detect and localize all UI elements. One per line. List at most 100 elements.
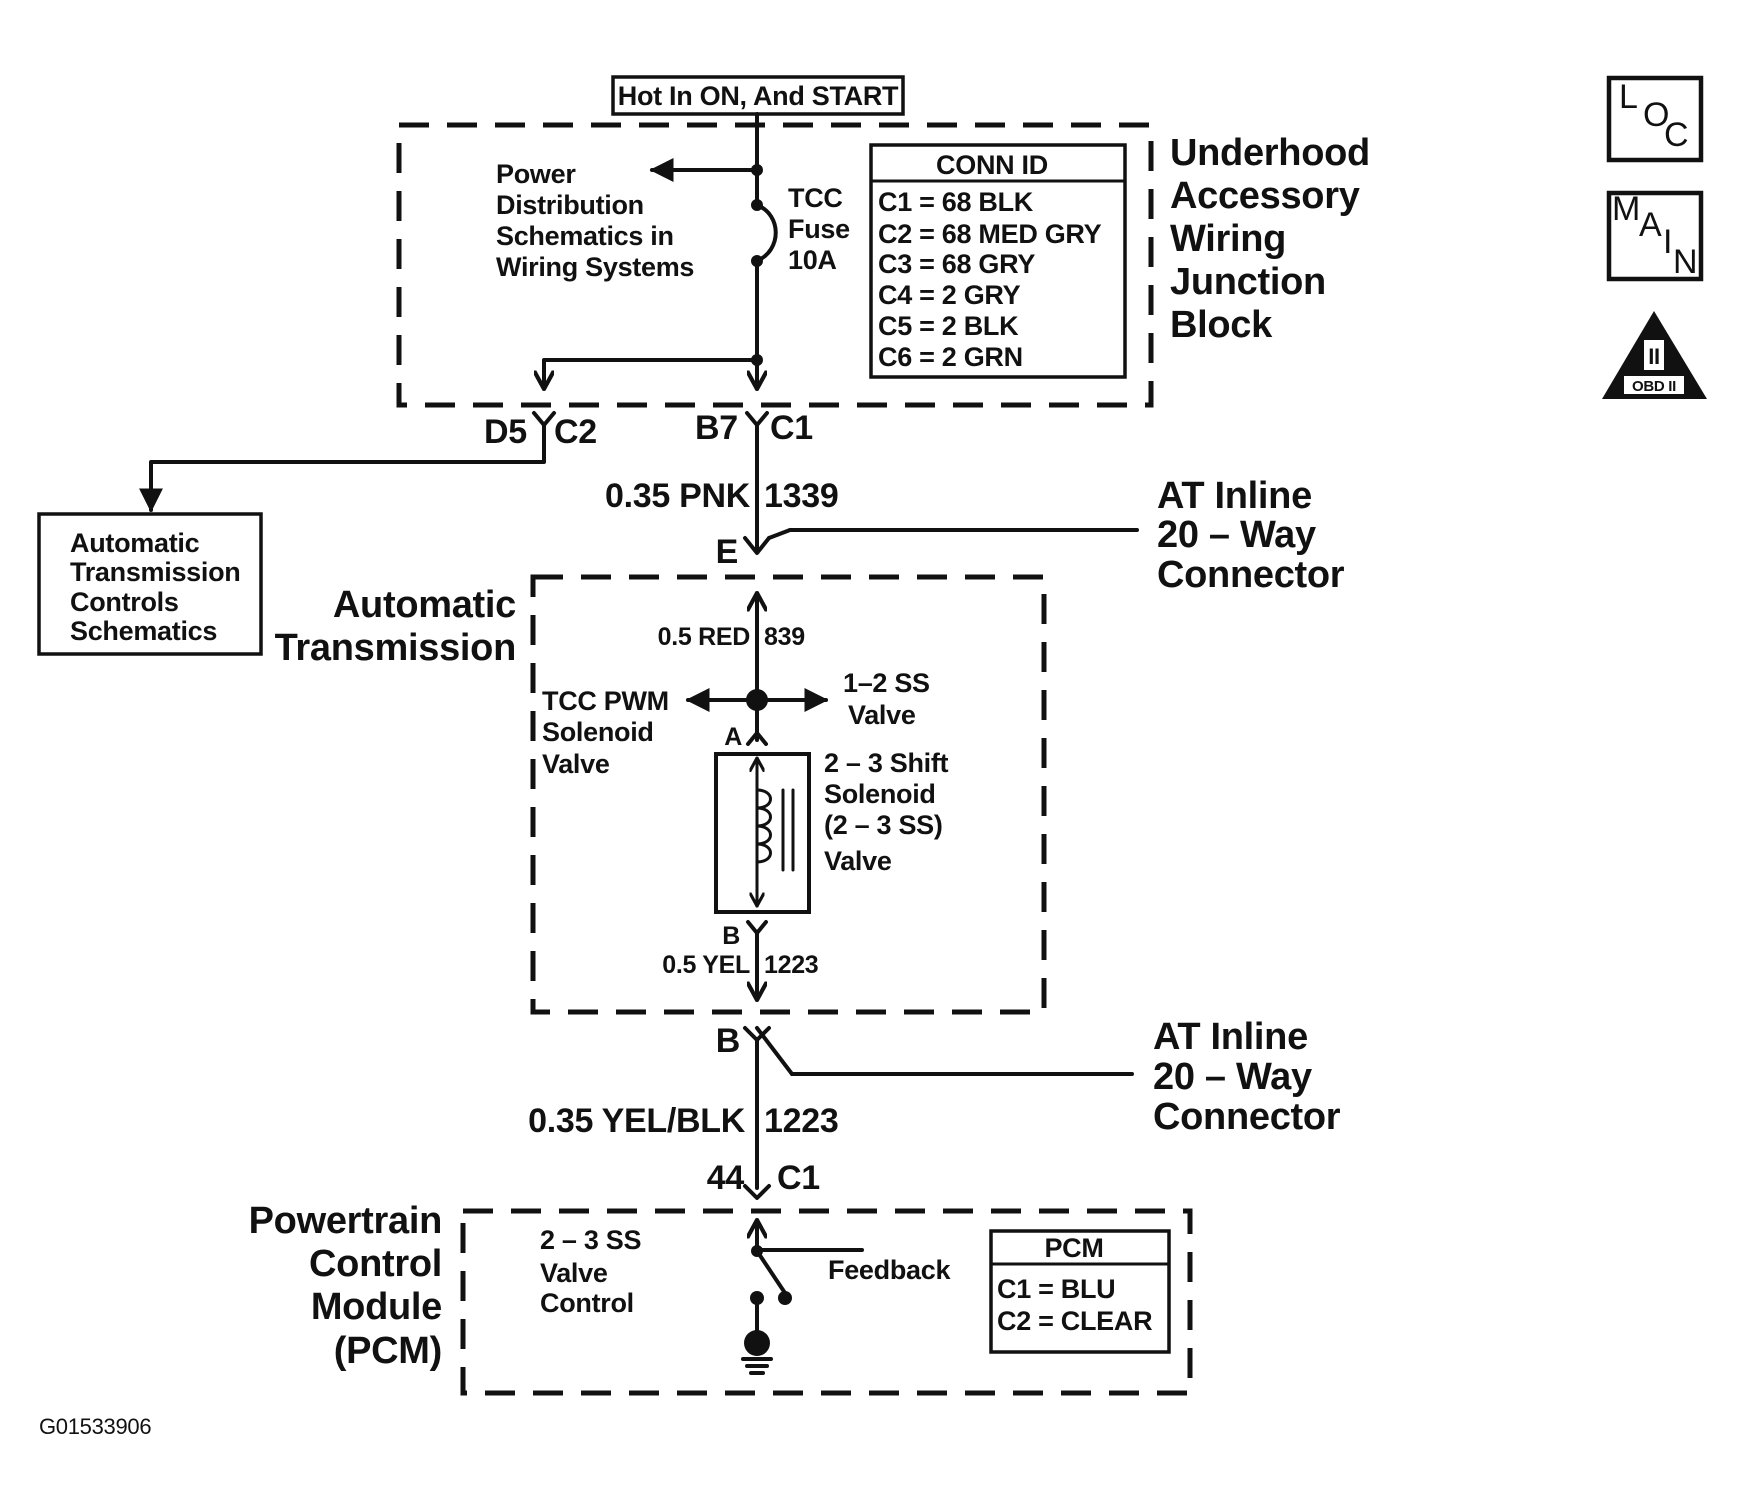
powertrain-control-module: Powertrain Control Module (PCM) 2 – 3 SS…	[249, 1200, 1193, 1396]
uajb-label-line: Block	[1170, 304, 1273, 346]
connector-b7-c1: B7 C1	[695, 409, 813, 447]
inline-label-line: AT Inline	[1157, 475, 1312, 517]
wire-color-label: 0.35 PNK	[605, 477, 751, 515]
uajb-label-line: Underhood	[1170, 132, 1370, 174]
ss12-line: Valve	[848, 700, 916, 730]
inline-label-line: Connector	[1157, 554, 1345, 596]
conn-c2: C2	[554, 413, 597, 451]
wire-circuit-label: 839	[764, 623, 805, 651]
fuse-label-line: 10A	[788, 245, 837, 275]
uajb-label-line: Wiring	[1170, 218, 1286, 260]
shift-solenoid-2-3	[714, 752, 811, 914]
pcm-control-line: 2 – 3 SS	[540, 1225, 641, 1255]
power-source-label: Hot In ON, And START	[618, 81, 899, 111]
inline-connector-e: E AT Inline 20 – Way Connector	[716, 475, 1346, 596]
connector-44-c1: 44 C1	[707, 1159, 820, 1200]
pcm-conn-row: C2 = CLEAR	[997, 1306, 1152, 1336]
inline-label-line: Connector	[1153, 1096, 1341, 1138]
loc-letter: C	[1664, 116, 1688, 154]
obd-ii-icon: II OBD II	[1602, 311, 1707, 399]
wire-color-label: 0.35 YEL/BLK	[528, 1102, 746, 1140]
inline-connector-b: B AT Inline 20 – Way Connector	[716, 1016, 1341, 1138]
fuse-label-line: Fuse	[788, 214, 850, 244]
obd-roman: II	[1648, 344, 1660, 369]
power-dist-line: Power	[496, 159, 576, 189]
tcc-pwm-line: Solenoid	[542, 717, 654, 747]
fuse-label-line: TCC	[788, 183, 843, 213]
pin-e: E	[716, 533, 738, 571]
inline-label-line: AT Inline	[1153, 1016, 1308, 1058]
feedback-label: Feedback	[828, 1255, 951, 1285]
power-source: Hot In ON, And START	[611, 75, 905, 116]
conn-id-row: C6 = 2 GRN	[878, 342, 1023, 372]
ss23-line: 2 – 3 Shift	[824, 748, 949, 778]
wire-circuit-label: 1339	[764, 477, 838, 515]
inline-label-line: 20 – Way	[1153, 1056, 1312, 1098]
power-dist-line: Distribution	[496, 190, 644, 220]
main-icon: M A I N	[1606, 190, 1704, 282]
wire-color-label: 0.5 YEL	[662, 951, 750, 979]
power-distribution-ref: Power Distribution Schematics in Wiring …	[496, 158, 759, 282]
uajb-conn-id-table: CONN ID C1 = 68 BLK C2 = 68 MED GRY C3 =…	[869, 143, 1127, 379]
pcm-conn-table: PCM C1 = BLU C2 = CLEAR	[989, 1229, 1171, 1354]
atc-schematics-ref: Automatic Transmission Controls Schemati…	[37, 512, 263, 656]
pcm-conn-row: C1 = BLU	[997, 1274, 1115, 1304]
main-letter: M	[1612, 190, 1640, 228]
conn-id-row: C5 = 2 BLK	[878, 311, 1019, 341]
atc-line: Transmission	[70, 557, 240, 587]
loc-letter: O	[1643, 96, 1669, 134]
pcm-label-line: Control	[309, 1243, 442, 1285]
pin-44: 44	[707, 1159, 745, 1197]
power-dist-line: Schematics in	[496, 221, 674, 251]
pin-a: A	[724, 723, 742, 751]
power-dist-line: Wiring Systems	[496, 252, 694, 282]
figure-id: G01533906	[39, 1414, 151, 1439]
ss23-line: Solenoid	[824, 779, 936, 809]
underhood-junction-block: Underhood Accessory Wiring Junction Bloc…	[396, 112, 1370, 408]
pin-b-inline: B	[716, 1022, 740, 1060]
wire-to-atc-schematics	[139, 423, 546, 513]
loc-icon: L O C	[1606, 75, 1704, 163]
main-letter: A	[1639, 206, 1662, 244]
tcc-fuse: TCC Fuse 10A	[751, 183, 850, 275]
pcm-conn-title: PCM	[1044, 1233, 1103, 1263]
pcm-label-line: (PCM)	[334, 1330, 442, 1372]
pcm-control-line: Control	[540, 1288, 634, 1318]
conn-id-row: C3 = 68 GRY	[878, 249, 1035, 279]
pcm-driver-switch	[741, 1218, 792, 1375]
atc-line: Automatic	[70, 528, 200, 558]
uajb-label: Underhood Accessory Wiring Junction Bloc…	[1170, 132, 1370, 346]
obd-label: OBD II	[1632, 378, 1676, 395]
auto-trans-label-line: Transmission	[275, 627, 516, 669]
conn-c1: C1	[770, 409, 813, 447]
conn-id-title: CONN ID	[936, 150, 1048, 180]
pcm-control-line: Valve	[540, 1258, 608, 1288]
automatic-transmission: Automatic Transmission 0.5 RED 839 TCC P…	[275, 574, 1047, 1015]
conn-id-row: C2 = 68 MED GRY	[878, 219, 1102, 249]
conn-id-row: C1 = 68 BLK	[878, 187, 1034, 217]
inline-label-line: 20 – Way	[1157, 514, 1316, 556]
wire-color-label: 0.5 RED	[658, 623, 750, 651]
conn-c1-pcm: C1	[777, 1159, 820, 1197]
loc-letter: L	[1619, 78, 1638, 116]
ss12-line: 1–2 SS	[843, 668, 930, 698]
pin-b-solenoid: B	[722, 922, 740, 950]
ss23-line: Valve	[824, 846, 892, 876]
main-letter: N	[1673, 243, 1697, 281]
pin-d5: D5	[484, 413, 527, 451]
conn-id-row: C4 = 2 GRY	[878, 280, 1021, 310]
pcm-label-line: Powertrain	[249, 1200, 442, 1242]
main-letter: I	[1663, 223, 1672, 261]
splice-node	[746, 689, 768, 711]
connector-d5-c2: D5 C2	[484, 411, 597, 451]
ss23-line: (2 – 3 SS)	[824, 810, 943, 840]
wire-circuit-label: 1223	[764, 1102, 838, 1140]
uajb-label-line: Accessory	[1170, 175, 1360, 217]
uajb-label-line: Junction	[1170, 261, 1326, 303]
wire-circuit-label: 1223	[764, 951, 818, 979]
atc-line: Controls	[70, 587, 179, 617]
tcc-pwm-line: Valve	[542, 749, 610, 779]
atc-line: Schematics	[70, 616, 217, 646]
pcm-label-line: Module	[311, 1286, 442, 1328]
